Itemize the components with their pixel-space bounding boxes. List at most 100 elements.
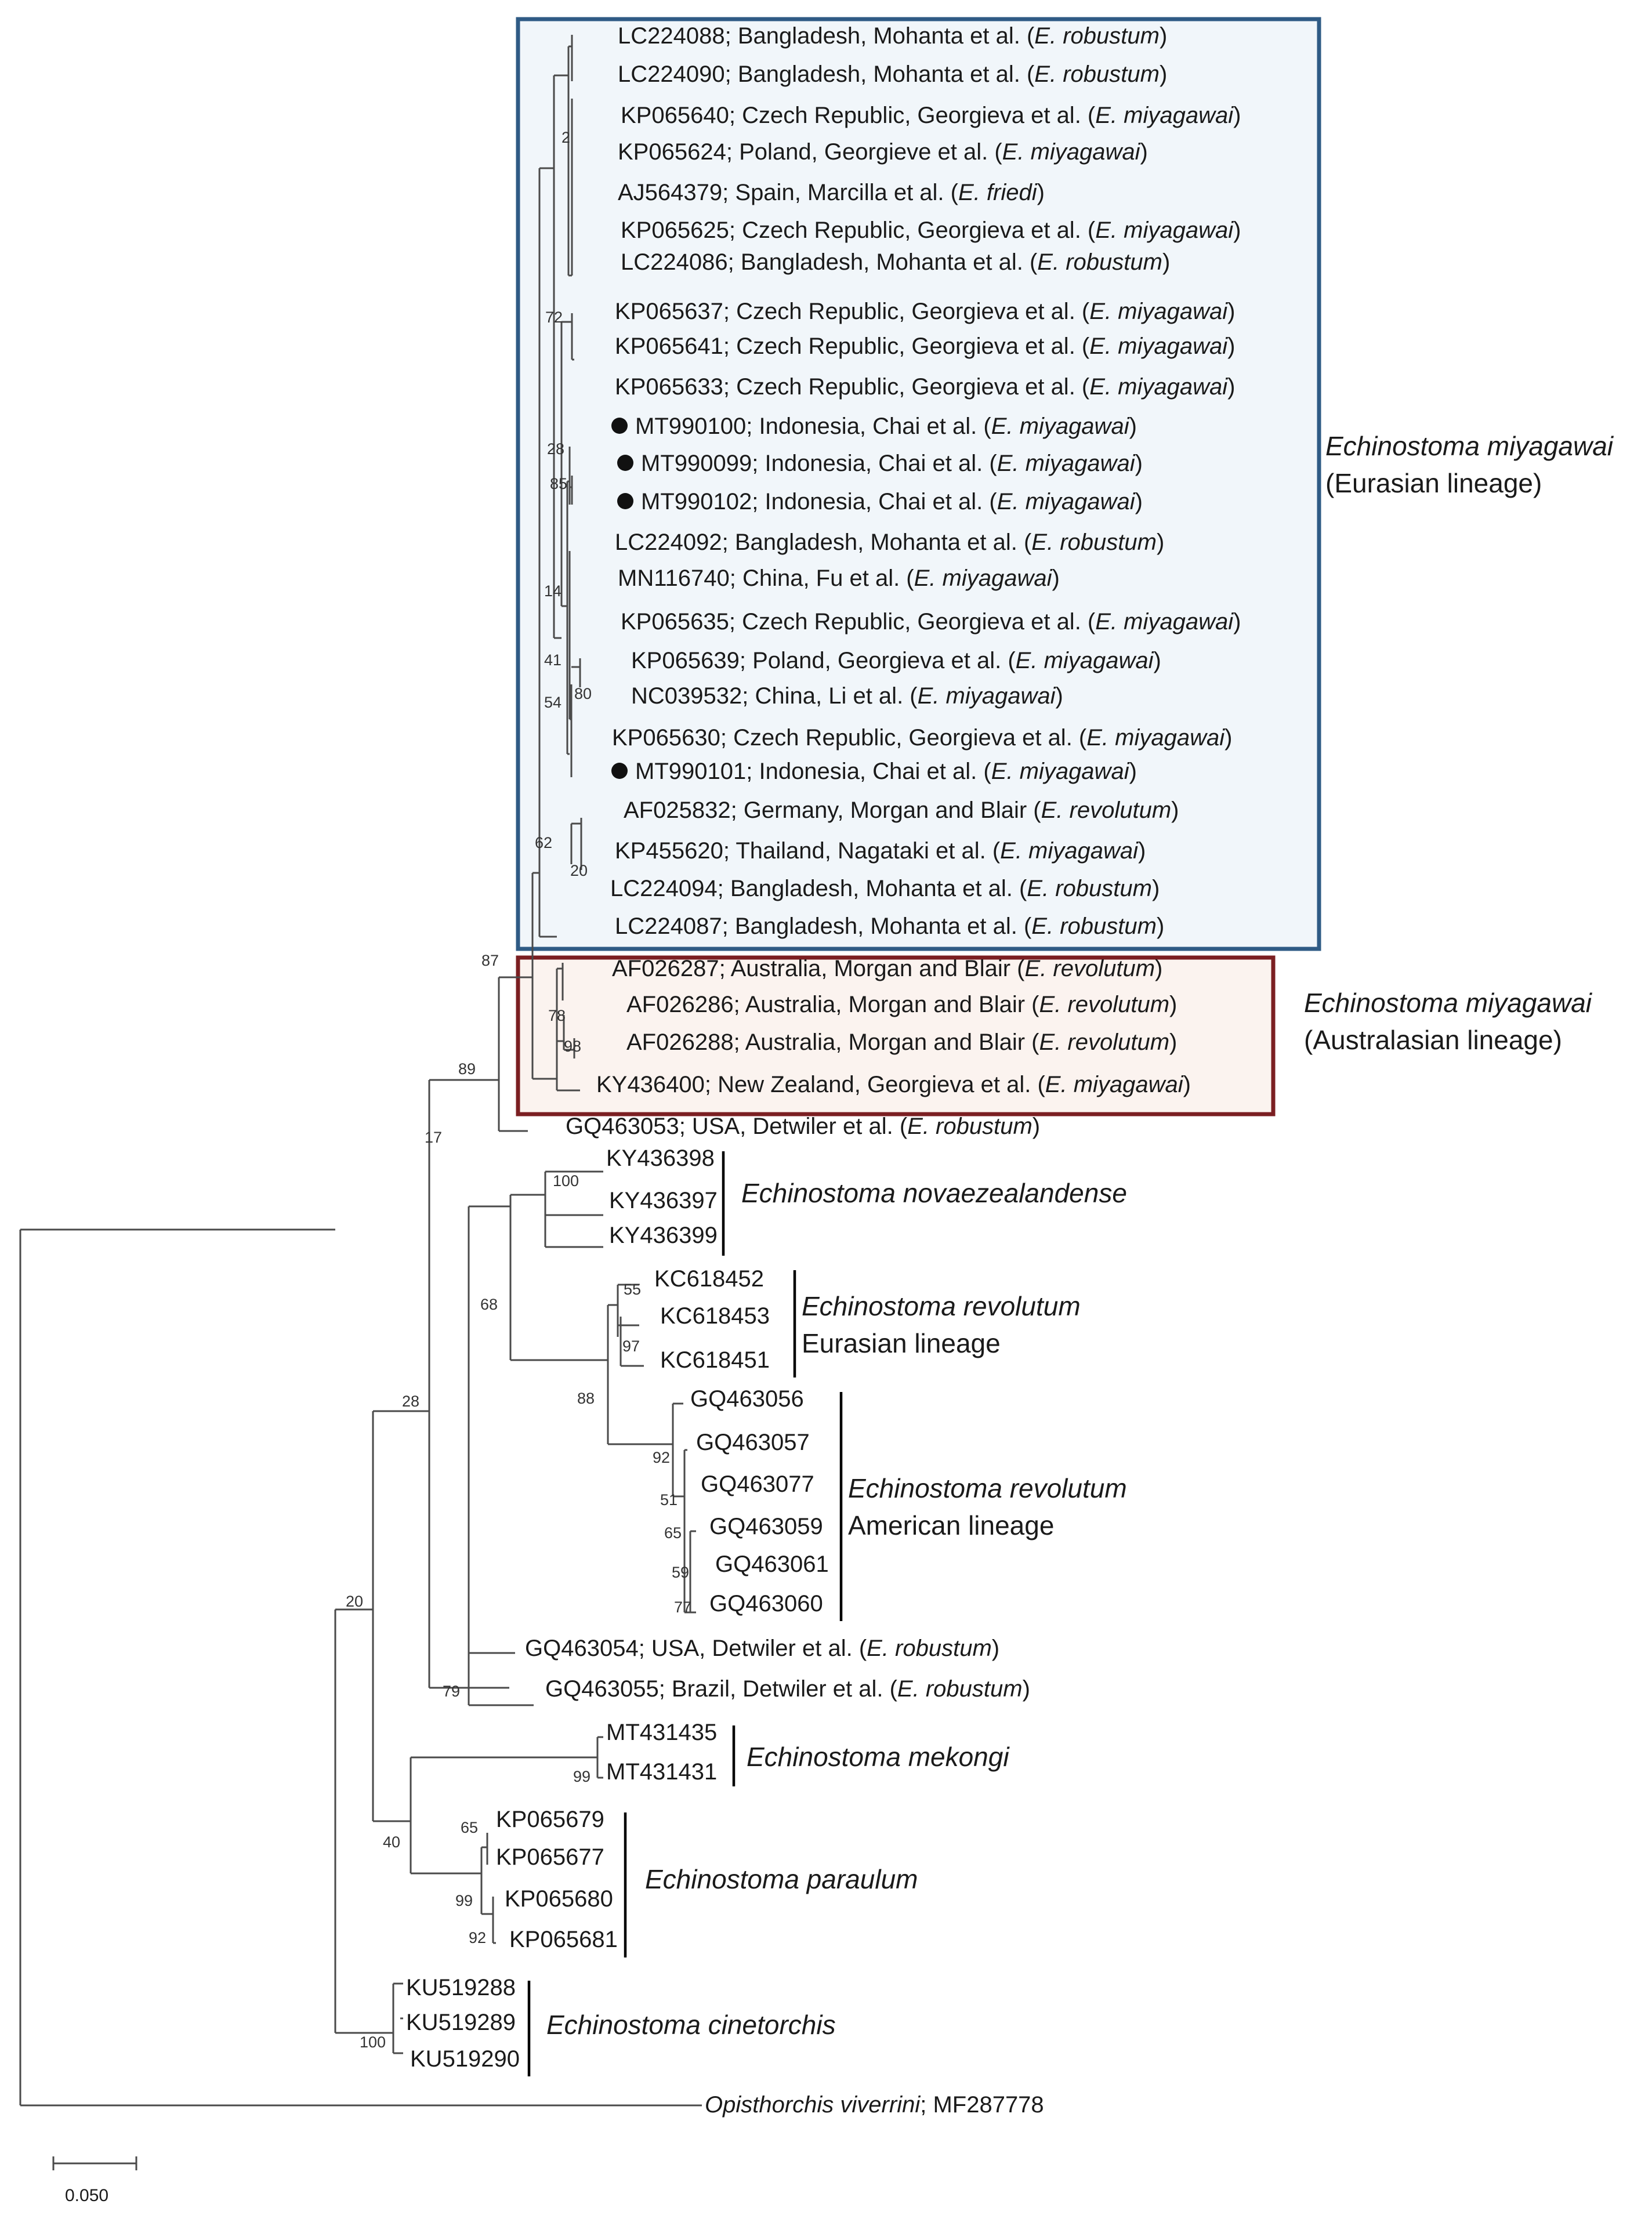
leaf-label-kp065679: KP065679 [496, 1807, 604, 1832]
study-sample-marker [617, 493, 633, 509]
bootstrap-value: 65 [461, 1819, 478, 1836]
bootstrap-value: 41 [544, 651, 561, 669]
bootstrap-value: 59 [672, 1564, 689, 1581]
bootstrap-value: 85 [550, 475, 567, 492]
leaf-label-af025832: AF025832; Germany, Morgan and Blair (E. … [624, 797, 1179, 823]
clade-label-australasian: Echinostoma miyagawai(Australasian linea… [1304, 988, 1593, 1055]
leaf-label-gq463059: GQ463059 [709, 1514, 823, 1539]
bootstrap-value: 40 [383, 1833, 400, 1851]
leaf-label-ku519290: KU519290 [410, 2046, 520, 2072]
leaf-label-kp065677: KP065677 [496, 1844, 604, 1870]
leaf-label-lc224088: LC224088; Bangladesh, Mohanta et al. (E.… [618, 23, 1167, 49]
bootstrap-value: 20 [346, 1593, 363, 1610]
clade-label-novaezealandense: Echinostoma novaezealandense [741, 1178, 1127, 1208]
leaf-label-kp065625: KP065625; Czech Republic, Georgieva et a… [621, 217, 1241, 243]
leaf-label-mn116740: MN116740; China, Fu et al. (E. miyagawai… [618, 565, 1060, 591]
leaf-label-af026286: AF026286; Australia, Morgan and Blair (E… [626, 992, 1177, 1017]
clade-label-cinetorchis: Echinostoma cinetorchis [546, 2010, 836, 2040]
eurasian-lineage-box [516, 17, 1321, 951]
leaf-label-gq463077: GQ463077 [701, 1471, 814, 1497]
bootstrap-value: 78 [548, 1007, 566, 1024]
leaf-label-lc224087: LC224087; Bangladesh, Mohanta et al. (E.… [615, 913, 1164, 939]
leaf-label-kp065624: KP065624; Poland, Georgieve et al. (E. m… [618, 139, 1148, 165]
scale-bar-label: 0.050 [65, 2186, 108, 2205]
bootstrap-value: 79 [443, 1683, 460, 1700]
study-sample-marker [617, 455, 633, 471]
leaf-label-lc224092: LC224092; Bangladesh, Mohanta et al. (E.… [615, 530, 1164, 555]
bootstrap-value: 62 [535, 834, 552, 851]
leaf-label-ku519289: KU519289 [406, 2010, 516, 2035]
leaf-label-kp065635: KP065635; Czech Republic, Georgieva et a… [621, 609, 1241, 635]
study-sample-marker [611, 418, 628, 434]
leaf-label-kp065680: KP065680 [505, 1886, 613, 1912]
leaf-label-lc224086: LC224086; Bangladesh, Mohanta et al. (E.… [621, 249, 1170, 275]
leaf-label-kp065681: KP065681 [509, 1927, 618, 1952]
leaf-label-gq463060: GQ463060 [709, 1591, 823, 1616]
bootstrap-value: 97 [622, 1337, 640, 1355]
leaf-label-mt431435: MT431435 [606, 1720, 717, 1745]
bootstrap-value: 14 [544, 582, 561, 600]
bootstrap-value: 98 [564, 1038, 581, 1055]
bootstrap-value: 28 [402, 1393, 419, 1410]
bootstrap-value: 99 [573, 1768, 590, 1785]
bootstrap-value: 77 [674, 1598, 691, 1616]
leaf-label-mt990102: MT990102; Indonesia, Chai et al. (E. miy… [641, 489, 1143, 514]
bootstrap-value: 55 [624, 1281, 641, 1298]
leaf-label-kc618452: KC618452 [654, 1266, 764, 1292]
leaf-label-kp065641: KP065641; Czech Republic, Georgieva et a… [615, 333, 1235, 359]
leaf-label-ky436400: KY436400; New Zealand, Georgieva et al. … [596, 1072, 1191, 1097]
leaf-label-kc618451: KC618451 [660, 1347, 770, 1373]
bootstrap-value: 80 [574, 685, 592, 702]
leaf-label-kp065633: KP065633; Czech Republic, Georgieva et a… [615, 374, 1235, 400]
leaf-label-mf287778: Opisthorchis viverrini; MF287778 [705, 2092, 1044, 2118]
leaf-label-lc224094: LC224094; Bangladesh, Mohanta et al. (E.… [610, 876, 1160, 901]
leaf-label-kc618453: KC618453 [660, 1303, 770, 1329]
bootstrap-value: 68 [480, 1296, 498, 1313]
bootstrap-value: 99 [455, 1892, 473, 1909]
leaf-label-ku519288: KU519288 [406, 1975, 516, 2000]
bootstrap-value: 92 [653, 1449, 670, 1466]
bootstrap-value: 2 [561, 129, 570, 146]
bootstrap-value: 65 [664, 1524, 682, 1542]
leaf-label-kp065630: KP065630; Czech Republic, Georgieva et a… [612, 725, 1232, 751]
study-sample-marker [611, 763, 628, 779]
leaf-label-mt431431: MT431431 [606, 1759, 717, 1785]
leaf-label-lc224090: LC224090; Bangladesh, Mohanta et al. (E.… [618, 61, 1167, 87]
leaf-label-mt990099: MT990099; Indonesia, Chai et al. (E. miy… [641, 451, 1143, 476]
bootstrap-value: 51 [660, 1491, 678, 1509]
leaf-label-ky436397: KY436397 [609, 1188, 718, 1213]
bootstrap-value: 100 [553, 1172, 579, 1190]
leaf-label-ky436399: KY436399 [609, 1223, 718, 1248]
clade-label-mekongi: Echinostoma mekongi [747, 1742, 1010, 1772]
bootstrap-value: 87 [481, 952, 499, 969]
clade-label-paraulum: Echinostoma paraulum [645, 1864, 918, 1894]
leaf-label-af026288: AF026288; Australia, Morgan and Blair (E… [626, 1029, 1177, 1055]
bootstrap-value: 89 [458, 1060, 476, 1078]
bootstrap-value: 17 [425, 1129, 442, 1146]
leaf-label-gq463057: GQ463057 [696, 1430, 810, 1455]
leaf-label-nc039532: NC039532; China, Li et al. (E. miyagawai… [631, 683, 1063, 709]
leaf-label-kp065639: KP065639; Poland, Georgieva et al. (E. m… [631, 648, 1161, 673]
leaf-label-kp065637: KP065637; Czech Republic, Georgieva et a… [615, 299, 1235, 324]
leaf-label-mt990101: MT990101; Indonesia, Chai et al. (E. miy… [635, 759, 1137, 784]
leaf-label-kp455620: KP455620; Thailand, Nagataki et al. (E. … [615, 838, 1146, 864]
clade-label-eurasian: Echinostoma miyagawai(Eurasian lineage) [1325, 431, 1614, 498]
australasian-lineage-box [516, 955, 1276, 1116]
leaf-label-gq463053: GQ463053; USA, Detwiler et al. (E. robus… [566, 1114, 1040, 1139]
bootstrap-value: 20 [570, 862, 588, 879]
bootstrap-value: 92 [469, 1929, 486, 1946]
leaf-label-af026287: AF026287; Australia, Morgan and Blair (E… [612, 956, 1162, 981]
leaf-label-gq463055: GQ463055; Brazil, Detwiler et al. (E. ro… [545, 1676, 1030, 1702]
bootstrap-value: 28 [547, 440, 564, 458]
leaf-label-aj564379: AJ564379; Spain, Marcilla et al. (E. fri… [618, 180, 1045, 205]
leaf-label-kp065640: KP065640; Czech Republic, Georgieva et a… [621, 103, 1241, 128]
leaf-label-gq463056: GQ463056 [690, 1386, 804, 1412]
bootstrap-value: 100 [360, 2033, 386, 2051]
leaf-label-gq463061: GQ463061 [715, 1551, 829, 1577]
bootstrap-value: 72 [545, 309, 563, 326]
leaf-label-gq463054: GQ463054; USA, Detwiler et al. (E. robus… [525, 1636, 999, 1661]
leaf-label-ky436398: KY436398 [606, 1145, 715, 1171]
